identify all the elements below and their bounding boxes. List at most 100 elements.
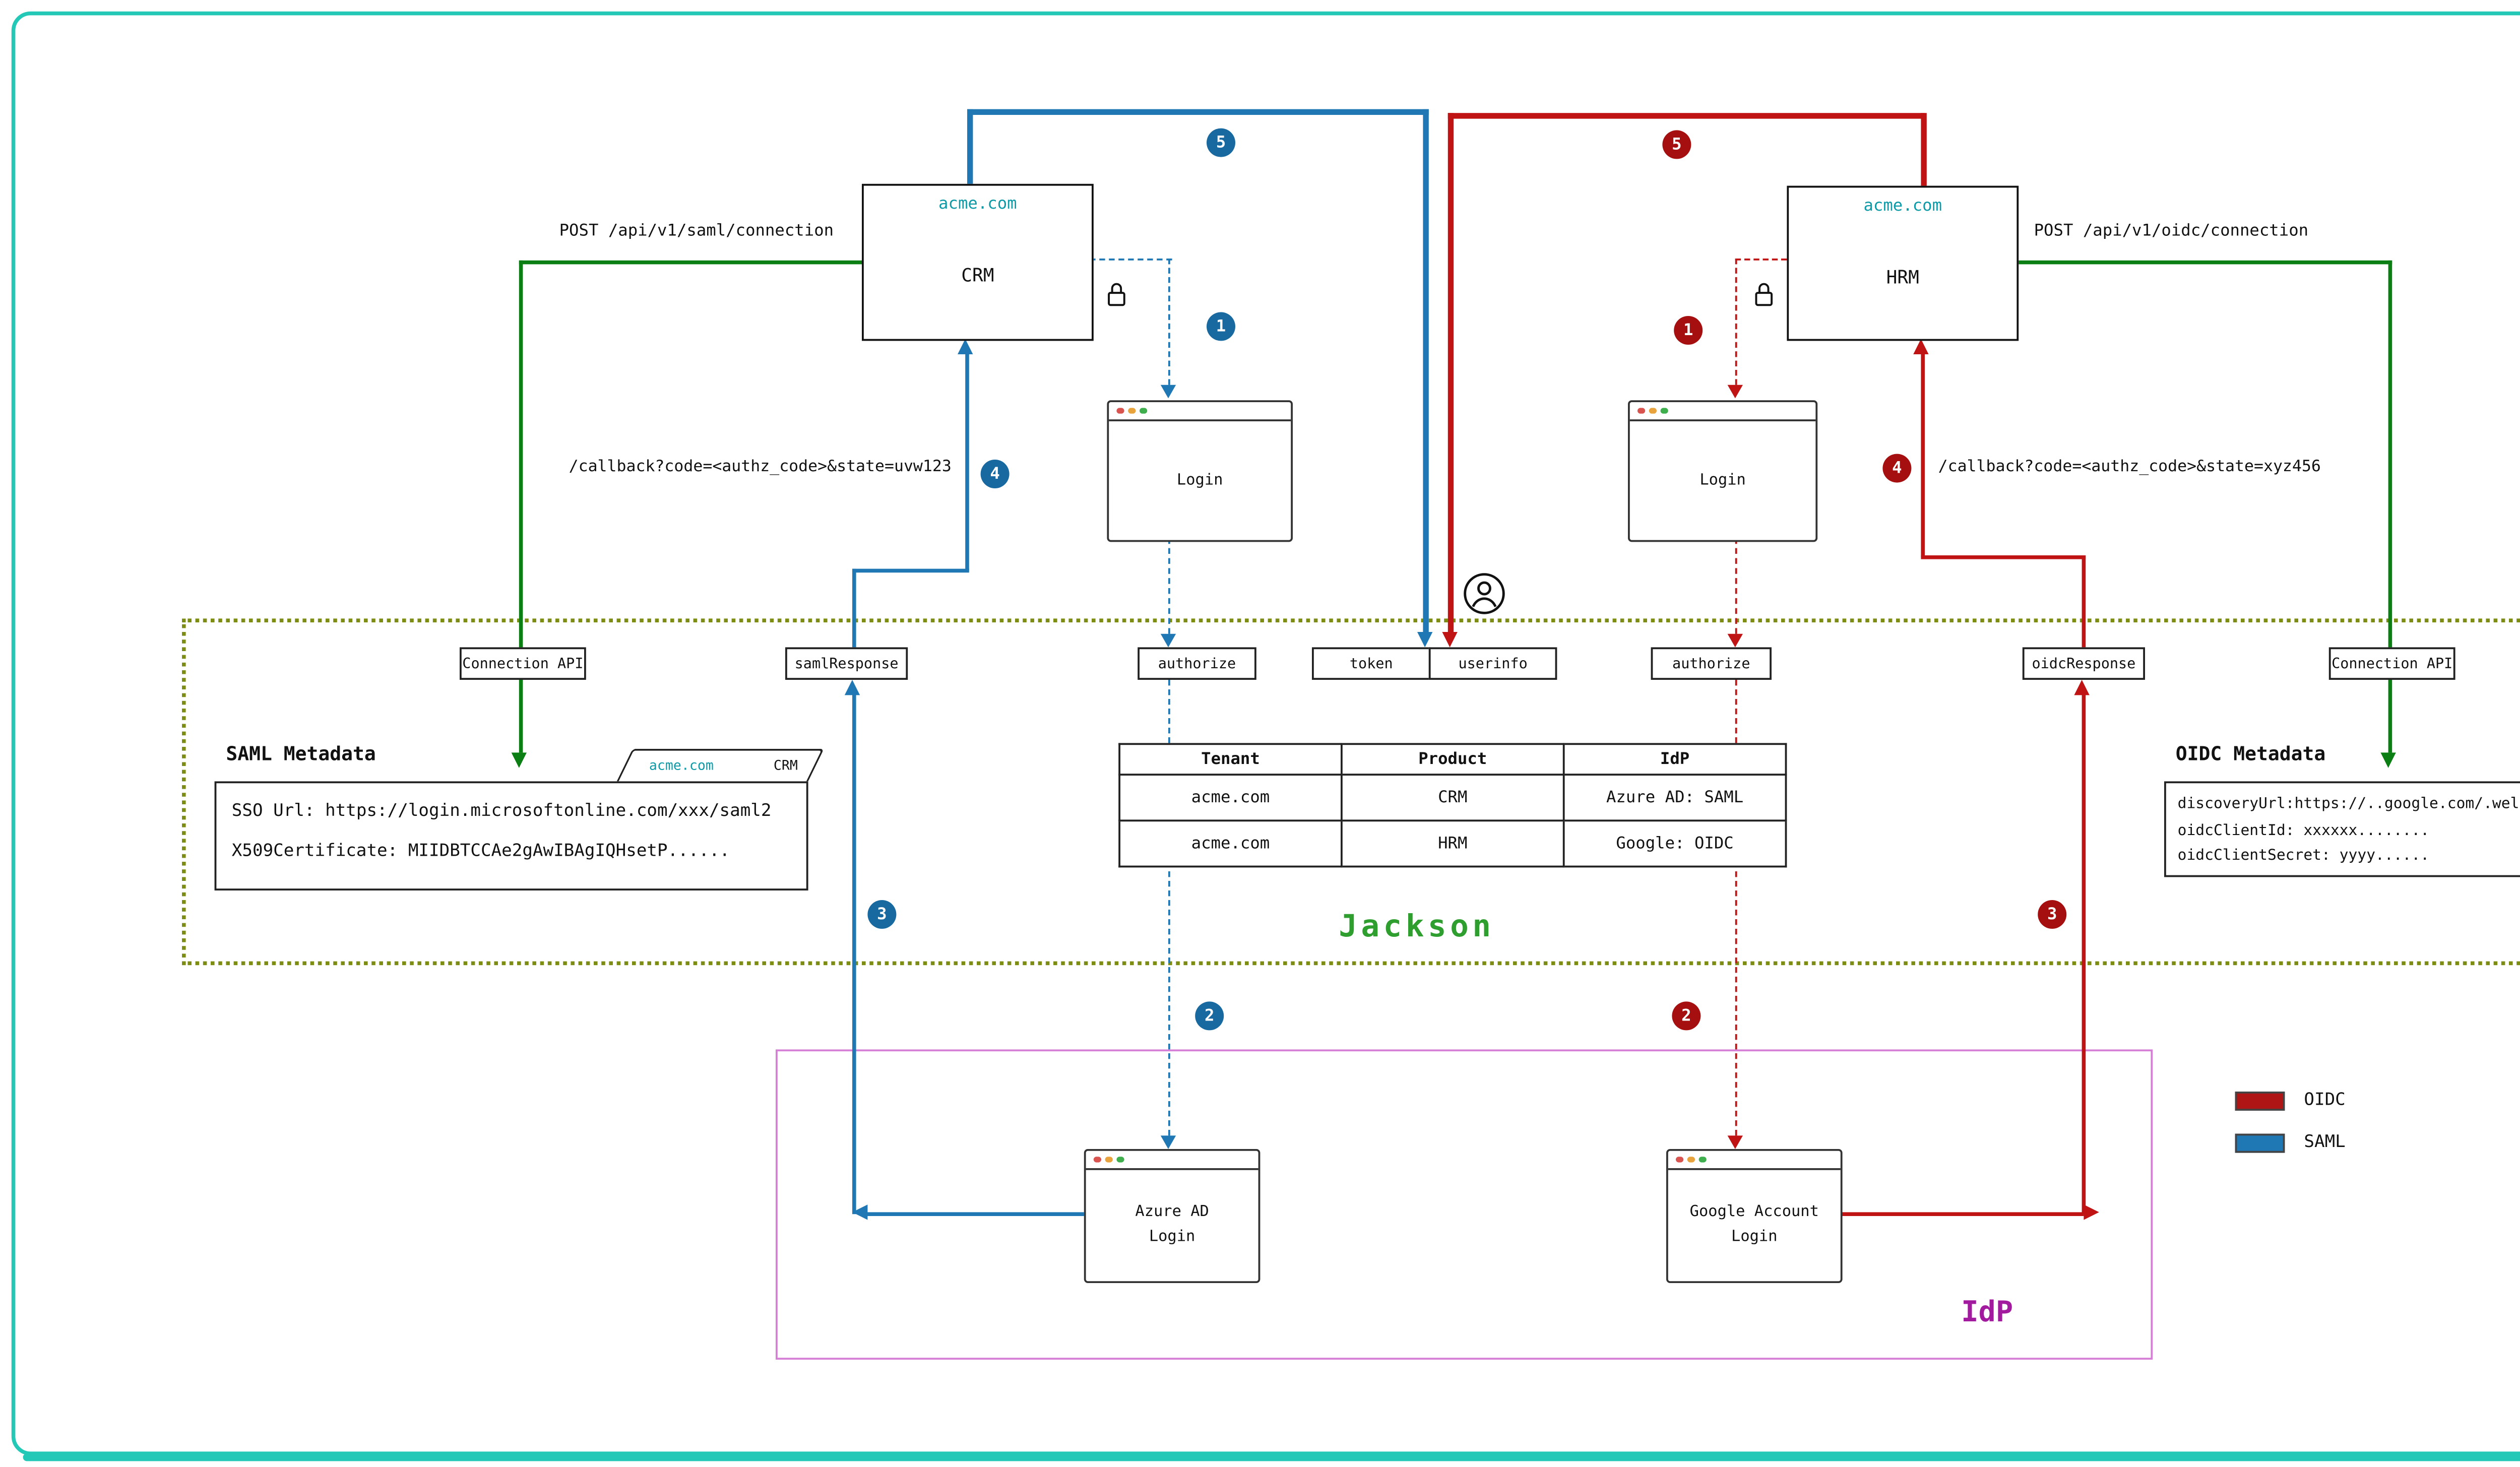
endpoint-authorize-saml: authorize (1138, 647, 1256, 680)
table-row: acme.com HRM Google: OIDC (1118, 819, 1787, 868)
legend-label-saml: SAML (2304, 1133, 2346, 1153)
oidc-metadata-line: oidcClientSecret: yyyy...... (2177, 846, 2430, 864)
close-dot-icon (1093, 1156, 1101, 1163)
arrow-oidc-userinfo-down (1442, 632, 1458, 648)
google-login-label: Google Account Login (1689, 1203, 1819, 1245)
line-saml-step1-v (1168, 259, 1170, 385)
oidc-callback-text: /callback?code=<authz_code>&state=xyz456 (1938, 456, 2321, 475)
login-label: Login (1699, 470, 1746, 488)
arrow-saml-idp-down (1160, 1135, 1176, 1149)
saml-metadata-tab: acme.com CRM (616, 748, 825, 782)
post-saml-connection-text: POST /api/v1/saml/connection (559, 222, 834, 241)
line-saml-connection-h (519, 260, 862, 265)
arrow-saml-token-down (1417, 632, 1433, 648)
endpoint-connection-api-right: Connection API (2328, 647, 2455, 680)
table-header-tenant: Tenant (1118, 743, 1343, 776)
arrow-saml-authorize-down (1160, 633, 1176, 648)
oidc-metadata-title: OIDC Metadata (2175, 745, 2326, 766)
arrow-oidc-connection-down (2380, 752, 2396, 768)
line-saml-callback-v2 (852, 568, 856, 648)
step-badge-oidc-4: 4 (1882, 454, 1912, 483)
idp-label: IdP (1961, 1294, 2013, 1329)
line-saml-connection-v (519, 260, 523, 753)
maximize-dot-icon (1698, 1156, 1706, 1163)
arrow-oidc-idp-down (1727, 1135, 1743, 1149)
arrow-saml-connection-down (511, 752, 527, 768)
user-icon (1464, 573, 1505, 614)
line-saml-step3-v (852, 693, 856, 1215)
arrow-oidc-authorize-down (1727, 633, 1743, 648)
login-window-saml: Login (1107, 400, 1293, 542)
tab-product: CRM (774, 758, 799, 774)
table-header-product: Product (1340, 743, 1565, 776)
line-saml-step5-v2 (1423, 109, 1428, 632)
minimize-dot-icon (1649, 407, 1656, 414)
step-badge-saml-4: 4 (980, 460, 1010, 488)
maximize-dot-icon (1660, 407, 1667, 414)
line-saml-step5-v1 (967, 109, 972, 184)
oidc-metadata-line: discoveryUrl:https://..google.com/.well-… (2177, 795, 2520, 812)
saml-metadata-title: SAML Metadata (226, 745, 376, 766)
line-oidc-step5-v2 (1447, 113, 1453, 632)
line-oidc-step1-v (1735, 259, 1737, 385)
line-oidc-connection-v (2388, 260, 2392, 753)
saml-callback-text: /callback?code=<authz_code>&state=uvw123 (569, 456, 952, 475)
tenant-product-idp-table: Tenant Product IdP acme.com CRM Azure AD… (1118, 743, 1787, 868)
line-saml-callback-v1 (965, 352, 969, 571)
jackson-label: Jackson (1339, 908, 1495, 944)
idp-boundary (776, 1049, 2153, 1360)
line-saml-step2-v (1168, 680, 1170, 1136)
arrow-oidc-login-down (1727, 385, 1743, 399)
endpoint-token: token (1312, 647, 1431, 680)
crm-app-window: acme.com CRM (862, 183, 1094, 341)
lock-icon (1755, 283, 1773, 306)
step-badge-oidc-5: 5 (1662, 130, 1691, 159)
line-oidc-callback-v1 (1921, 352, 1925, 557)
table-cell: acme.com (1118, 774, 1343, 822)
line-oidc-step3-v (2082, 693, 2086, 1215)
table-cell: Google: OIDC (1562, 819, 1787, 868)
arrow-saml-login-down (1160, 385, 1176, 399)
maximize-dot-icon (1140, 407, 1147, 414)
table-cell: acme.com (1118, 819, 1343, 868)
step-badge-saml-3: 3 (867, 900, 897, 929)
hrm-app-window: acme.com HRM (1787, 185, 2019, 341)
legend-row-oidc: OIDC (2235, 1092, 2346, 1111)
line-oidc-step3-h (1839, 1212, 2084, 1216)
table-cell: Azure AD: SAML (1562, 774, 1787, 822)
oidc-metadata-line: oidcClientId: xxxxxx........ (2177, 820, 2430, 838)
close-dot-icon (1116, 407, 1123, 414)
post-oidc-connection-text: POST /api/v1/oidc/connection (2034, 222, 2309, 241)
oidc-metadata-doc: discoveryUrl:https://..google.com/.well-… (2164, 781, 2520, 877)
close-dot-icon (1637, 407, 1645, 414)
table-row: acme.com CRM Azure AD: SAML (1118, 774, 1787, 822)
traffic-light-dots (1086, 1151, 1258, 1170)
saml-metadata-line: SSO Url: https://login.microsoftonline.c… (231, 802, 772, 822)
hrm-domain: acme.com (1863, 197, 1942, 217)
page-border-bottom-accent (23, 1453, 2520, 1461)
crm-name: CRM (961, 266, 994, 287)
saml-color-swatch (2235, 1133, 2285, 1153)
login-label: Login (1176, 470, 1223, 488)
line-saml-callback-h (852, 568, 969, 573)
step-badge-oidc-2: 2 (1672, 1001, 1701, 1031)
line-saml-step1-h (1090, 259, 1172, 261)
arrow-saml-response-up (844, 680, 860, 695)
minimize-dot-icon (1687, 1156, 1694, 1163)
line-saml-authorize-v (1168, 538, 1170, 634)
close-dot-icon (1676, 1156, 1683, 1163)
arrow-saml-step3-left (852, 1204, 868, 1220)
step-badge-saml-5: 5 (1207, 128, 1235, 157)
line-oidc-connection-h (2014, 260, 2392, 265)
oidc-color-swatch (2235, 1092, 2285, 1111)
line-oidc-callback-v2 (2082, 555, 2086, 648)
crm-domain: acme.com (938, 195, 1017, 215)
step-badge-oidc-1: 1 (1674, 316, 1703, 345)
azure-ad-login-window: Azure AD Login (1084, 1149, 1261, 1283)
line-oidc-step2-v (1735, 680, 1737, 1136)
step-badge-saml-2: 2 (1195, 1001, 1224, 1031)
endpoint-authorize-oidc: authorize (1651, 647, 1772, 680)
step-badge-oidc-3: 3 (2038, 900, 2067, 929)
line-oidc-callback-h (1921, 555, 2086, 559)
jackson-boundary (182, 618, 2520, 966)
